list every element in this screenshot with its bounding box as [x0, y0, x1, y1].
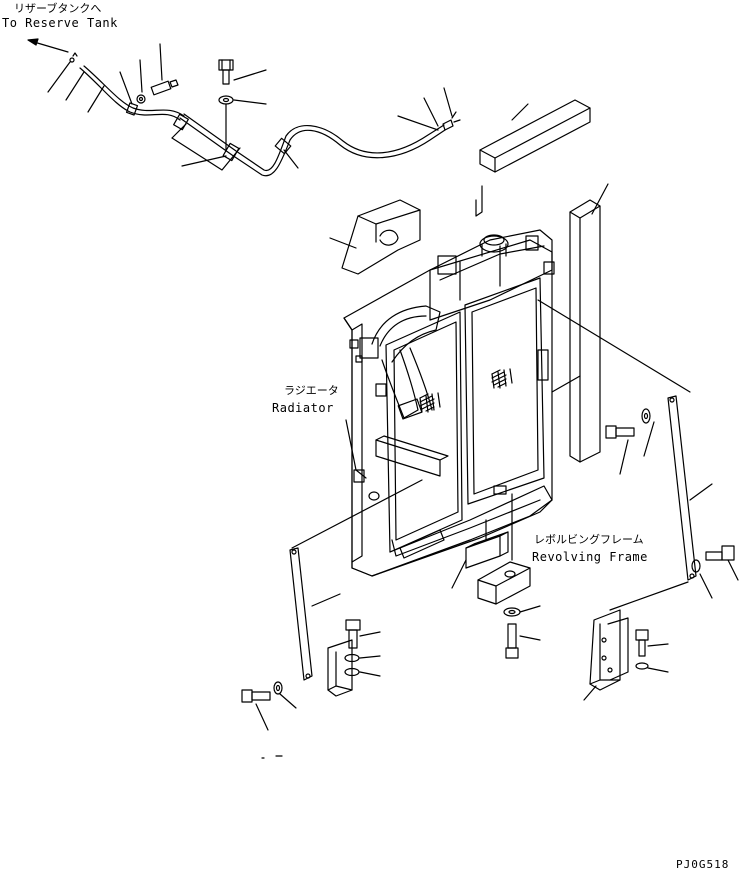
top-bolt-washer — [218, 59, 267, 151]
support-rods — [289, 299, 713, 681]
right-vertical-seal — [551, 183, 609, 463]
drawing-code: PJ0G518 — [676, 858, 730, 871]
revolving-frame-label-en: Revolving Frame — [532, 550, 648, 564]
reserve-tank-label-ja: リザーブタンクへ — [14, 2, 102, 15]
reserve-tank-label-en: To Reserve Tank — [2, 16, 118, 30]
revolving-frame-label-ja: レボルビングフレーム — [534, 533, 644, 546]
right-bottom-bracket — [583, 408, 739, 701]
radiator — [343, 229, 555, 577]
left-seal-block — [329, 199, 421, 275]
top-seal — [475, 99, 591, 217]
radiator-label-ja: ラジエータ — [284, 384, 339, 397]
left-bottom-bracket — [241, 619, 381, 759]
overflow-hose — [47, 43, 461, 177]
bottom-seals — [451, 493, 541, 659]
reserve-tank-arrow — [27, 38, 78, 63]
radiator-label-en: Radiator — [272, 401, 334, 415]
